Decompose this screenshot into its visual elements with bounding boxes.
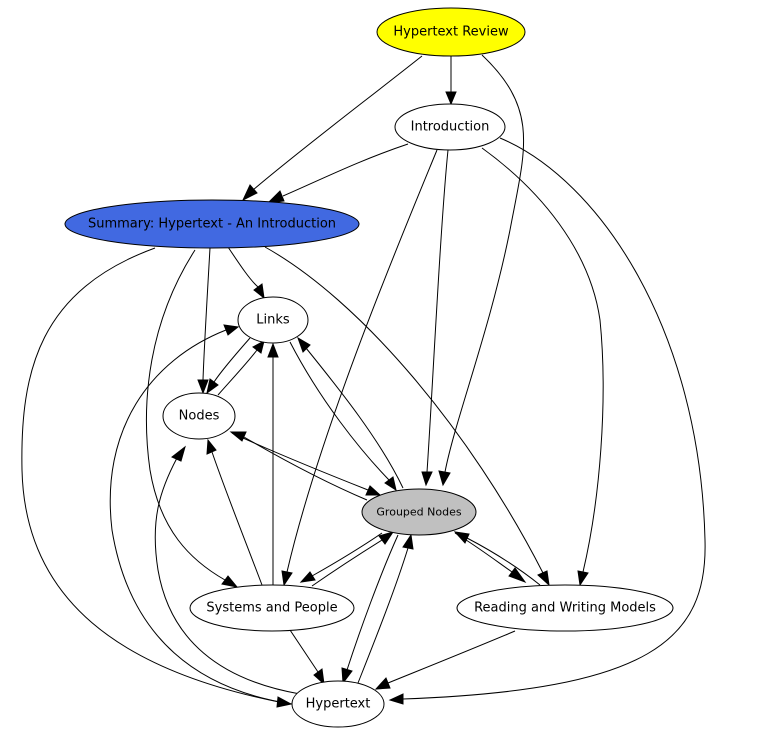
node-systems-and-people-label: Systems and People <box>206 601 337 616</box>
edge-grouped-to-systems <box>299 532 383 583</box>
edge-introduction-to-grouped <box>421 149 449 487</box>
edge-hypertext-to-grouped <box>357 533 414 684</box>
node-reading-and-writing-models[interactable]: Reading and Writing Models <box>456 584 674 632</box>
node-hypertext-label: Hypertext <box>306 697 371 712</box>
node-summary[interactable]: Summary: Hypertext - An Introduction <box>64 199 360 249</box>
node-summary-label: Summary: Hypertext - An Introduction <box>88 217 336 232</box>
edge-nodes-to-links <box>217 340 265 396</box>
edge-summary-to-links <box>227 246 265 300</box>
edge-review-to-summary <box>241 55 423 202</box>
edge-hypertext-to-links <box>109 324 293 705</box>
edges <box>21 54 706 708</box>
edge-systems-to-links <box>267 342 279 585</box>
node-introduction-label: Introduction <box>411 120 490 135</box>
edge-review-to-grouped <box>438 54 525 487</box>
edge-grouped-to-hypertext <box>341 534 399 685</box>
node-links-label: Links <box>256 313 290 328</box>
edge-summary-to-systems <box>145 249 239 588</box>
node-reading-and-writing-models-label: Reading and Writing Models <box>474 601 656 616</box>
edge-hypertext-to-nodes <box>154 445 301 695</box>
edge-nodes-to-grouped <box>231 432 382 496</box>
edge-summary-to-reading <box>264 246 550 587</box>
edge-systems-to-hypertext <box>289 629 325 686</box>
edge-links-to-grouped <box>289 341 397 492</box>
node-links[interactable]: Links <box>237 296 309 344</box>
edge-grouped-to-links <box>297 336 404 489</box>
node-grouped-nodes[interactable]: Grouped Nodes <box>361 488 477 536</box>
node-hypertext-review[interactable]: Hypertext Review <box>376 7 526 57</box>
edge-summary-to-hypertext <box>21 247 293 708</box>
edge-summary-to-nodes <box>197 247 211 395</box>
edge-reading-to-grouped <box>453 531 541 586</box>
edge-grouped-to-nodes <box>229 431 368 501</box>
node-nodes[interactable]: Nodes <box>162 392 236 440</box>
edge-reading-to-hypertext <box>374 630 516 690</box>
node-introduction[interactable]: Introduction <box>394 103 506 151</box>
edge-introduction-to-summary <box>266 143 409 204</box>
edge-systems-to-nodes <box>206 438 263 586</box>
edge-links-to-nodes <box>206 337 251 395</box>
node-systems-and-people[interactable]: Systems and People <box>189 584 355 632</box>
edge-introduction-to-hypertext <box>388 137 706 705</box>
edge-introduction-to-reading <box>481 147 604 587</box>
edge-review-to-introduction <box>445 56 457 106</box>
node-hypertext[interactable]: Hypertext <box>291 680 385 728</box>
node-nodes-label: Nodes <box>179 409 220 424</box>
node-grouped-nodes-label: Grouped Nodes <box>376 506 461 519</box>
node-hypertext-review-label: Hypertext Review <box>393 25 509 40</box>
edge-systems-to-grouped <box>311 531 395 587</box>
edge-introduction-to-systems <box>281 149 438 587</box>
nodes: Hypertext Review Introduction Summary: H… <box>64 7 674 728</box>
